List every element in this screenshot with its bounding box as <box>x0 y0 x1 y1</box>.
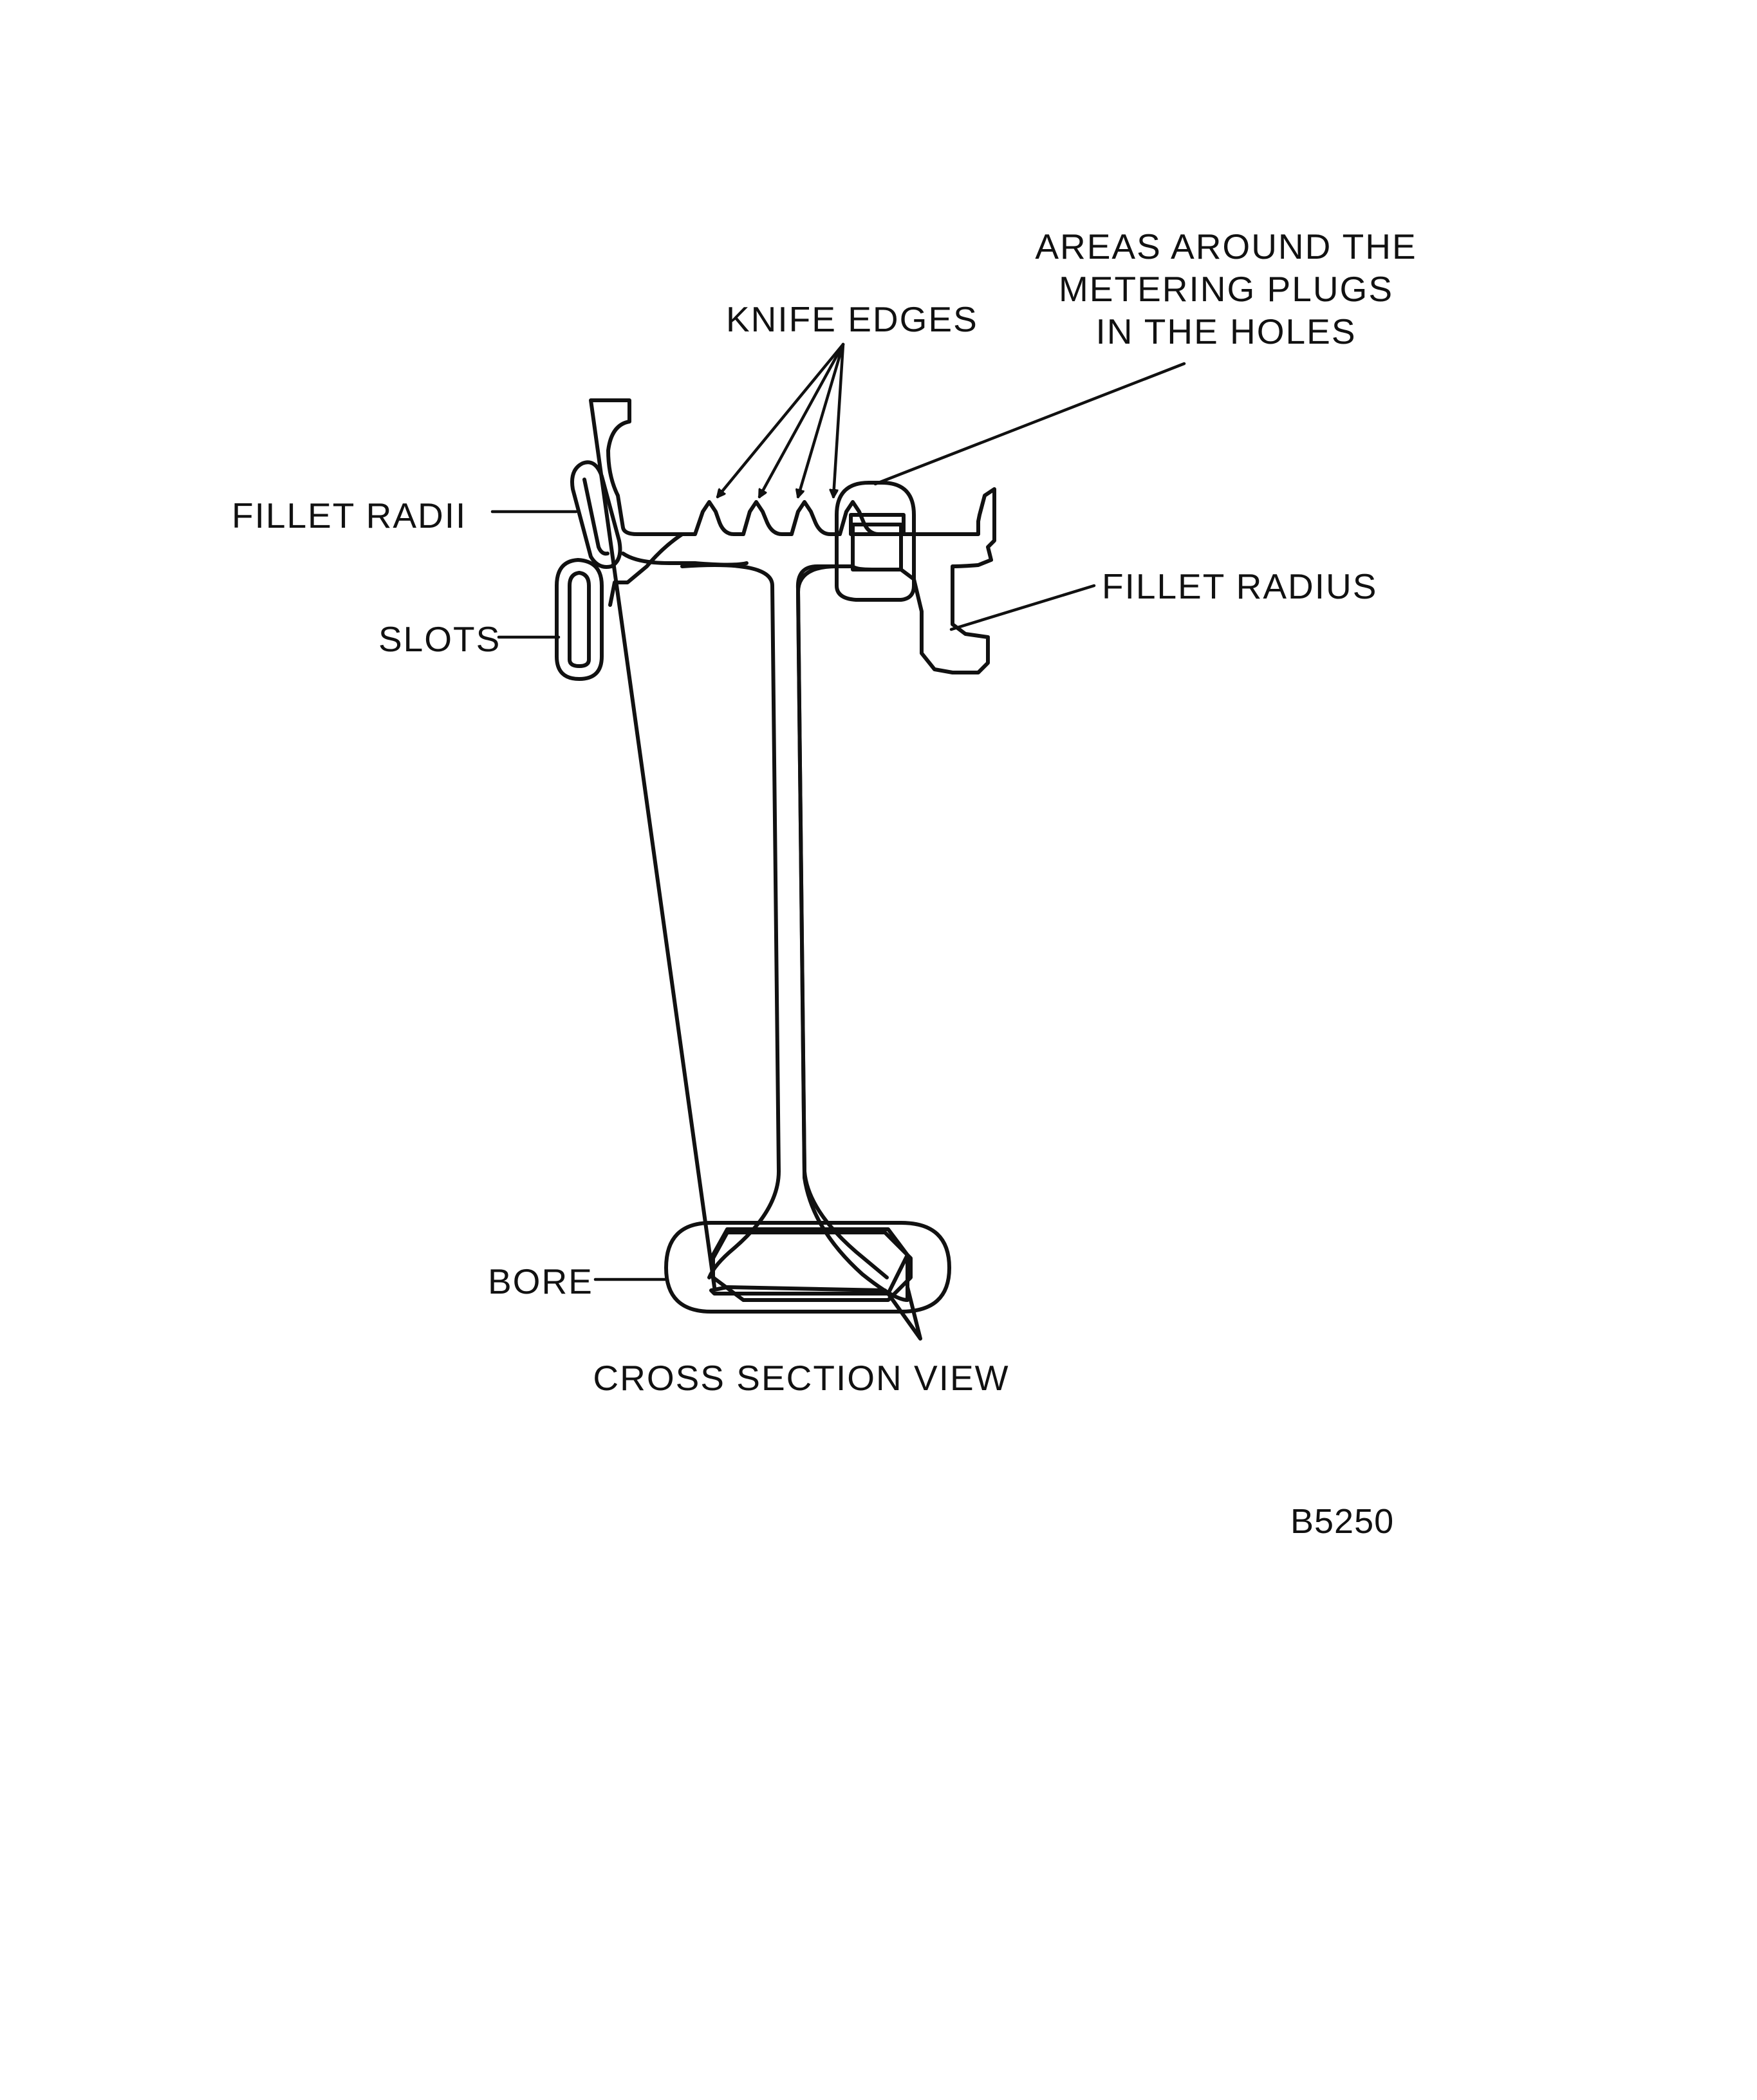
fillet-radii-outline <box>570 460 622 569</box>
bore-inner <box>711 1231 913 1302</box>
fillet-radius-label: FILLET RADIUS <box>1102 566 1377 606</box>
fillet-radii-inner <box>582 478 609 556</box>
slots-label: SLOTS <box>378 619 501 659</box>
knife-edge-arrow-1 <box>718 342 845 497</box>
disk-cross-section <box>555 398 996 1341</box>
rim-inner-line <box>621 552 748 567</box>
labels: KNIFE EDGES AREAS AROUND THE METERING PL… <box>232 227 1417 1541</box>
metering-plug-outer <box>835 481 916 602</box>
slot-outer <box>555 558 604 681</box>
metering-plug-leader <box>873 362 1186 486</box>
fillet-radii-label: FILLET RADII <box>232 496 467 535</box>
metering-plug-inner <box>851 523 903 571</box>
knife-edge-arrow-3 <box>798 342 845 497</box>
knife-edge-arrow-4 <box>833 342 845 497</box>
figure-code-label: B5250 <box>1290 1502 1394 1541</box>
fillet-radius-leader <box>949 584 1096 631</box>
web-right-flank <box>796 564 889 1279</box>
leader-lines <box>490 342 1186 1281</box>
bore-label: BORE <box>488 1261 593 1301</box>
slot-inner <box>568 571 591 668</box>
metering-plugs-label-line-1: AREAS AROUND THE <box>1035 227 1417 266</box>
bore-outer <box>664 1221 951 1314</box>
knife-edges-label: KNIFE EDGES <box>726 299 978 339</box>
caption-label: CROSS SECTION VIEW <box>593 1358 1009 1398</box>
metering-plugs-label-line-2: METERING PLUGS <box>1059 269 1393 309</box>
metering-plugs-label-line-3: IN THE HOLES <box>1095 311 1356 351</box>
disk-outline <box>589 398 996 1341</box>
metering-plug-cap <box>849 513 906 536</box>
knife-edge-arrow-2 <box>758 342 845 497</box>
web-left-flank <box>608 532 781 1279</box>
